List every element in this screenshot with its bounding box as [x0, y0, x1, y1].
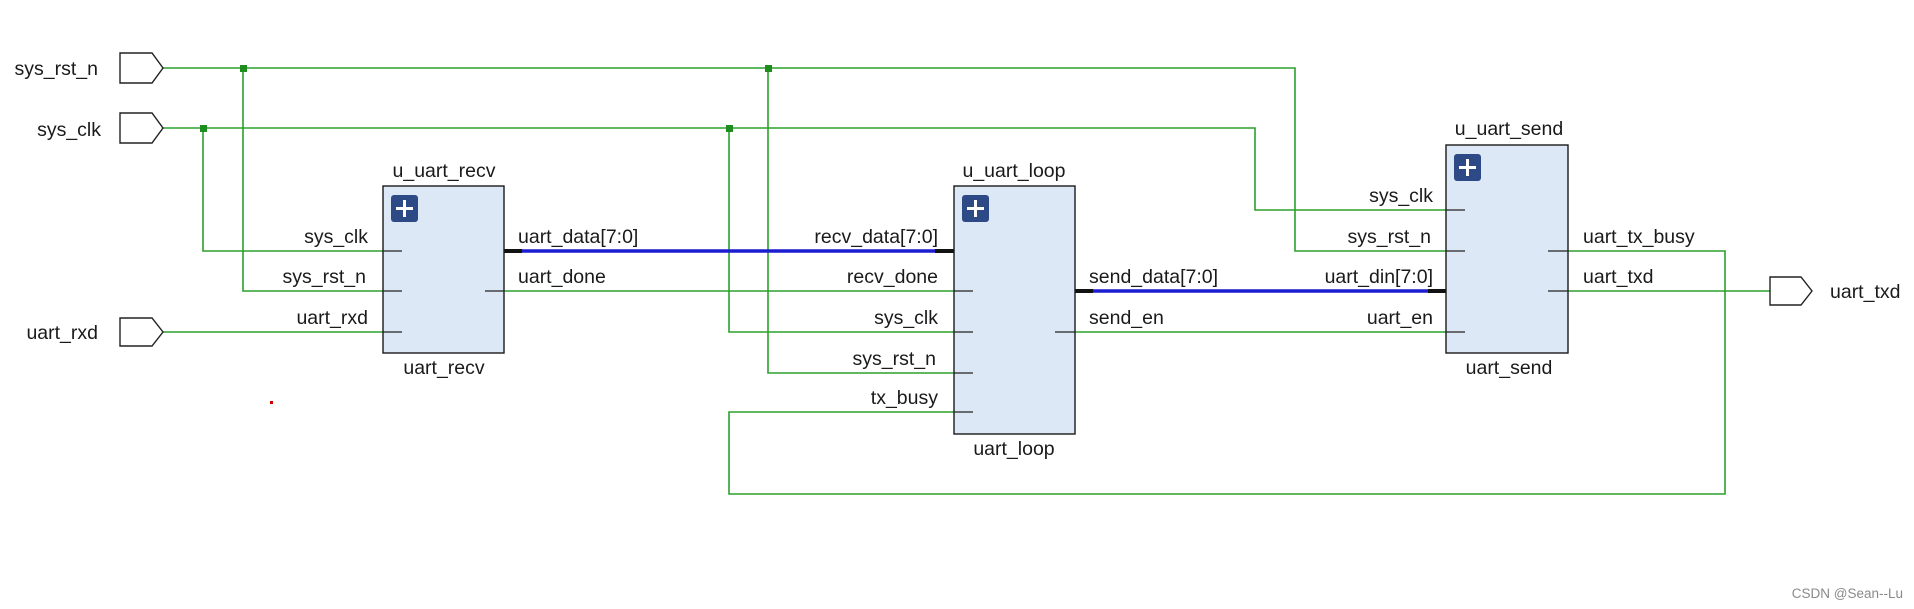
pin-label: sys_rst_n	[853, 348, 936, 370]
pin-label: sys_clk	[1369, 185, 1433, 207]
pin-label: sys_clk	[304, 226, 368, 248]
nets	[163, 67, 1770, 495]
junction-dot	[765, 65, 772, 72]
block-uart-loop[interactable]: u_uart_loop recv_data[7:0] recv_done sys…	[814, 160, 1218, 460]
pin-label: uart_rxd	[296, 307, 368, 329]
pin-label: sys_clk	[874, 307, 938, 329]
port-label: uart_rxd	[26, 322, 98, 344]
port-sys-rst-n[interactable]: sys_rst_n	[15, 52, 164, 84]
instance-name: u_uart_loop	[962, 160, 1065, 182]
plus-icon	[1459, 159, 1476, 176]
port-sys-clk[interactable]: sys_clk	[37, 112, 164, 144]
module-name: uart_send	[1466, 357, 1553, 379]
expand-button[interactable]	[962, 195, 989, 222]
pin-label: uart_din[7:0]	[1325, 266, 1433, 288]
port-uart-rxd[interactable]: uart_rxd	[26, 317, 164, 347]
input-port-icon	[119, 317, 164, 347]
plus-icon	[967, 200, 984, 217]
instance-name: u_uart_send	[1455, 118, 1563, 140]
pin-label: sys_rst_n	[283, 266, 366, 288]
junctions	[200, 65, 772, 132]
pin-stubs	[383, 250, 504, 333]
port-label: uart_txd	[1830, 281, 1900, 303]
pin-stubs	[1446, 209, 1568, 333]
net-tx-busy[interactable]	[728, 250, 1726, 495]
pin-label: tx_busy	[871, 387, 938, 409]
pin-label: sys_rst_n	[1348, 226, 1431, 248]
port-label: sys_rst_n	[15, 58, 98, 80]
pin-label: uart_data[7:0]	[518, 226, 638, 248]
expand-button[interactable]	[1454, 154, 1481, 181]
net-sys-clk[interactable]	[163, 127, 1465, 211]
pin-label: recv_done	[847, 266, 938, 288]
net-sys-clk-to-recv[interactable]	[202, 128, 402, 252]
input-port-icon	[119, 52, 164, 84]
pin-label: send_data[7:0]	[1089, 266, 1218, 288]
block-uart-recv[interactable]: u_uart_recv sys_clk sys_rst_n uart_rxd u…	[283, 160, 639, 379]
pin-label: recv_data[7:0]	[814, 226, 938, 248]
module-name: uart_loop	[973, 438, 1054, 460]
expand-button[interactable]	[391, 195, 418, 222]
pin-label: uart_done	[518, 266, 606, 288]
junction-dot	[240, 65, 247, 72]
pin-label: uart_en	[1367, 307, 1433, 329]
net-sys-rst-n-to-loop[interactable]	[767, 68, 973, 374]
block-uart-send[interactable]: u_uart_send sys_clk sys_rst_n uart_din[7…	[1325, 118, 1695, 379]
pin-label: uart_tx_busy	[1583, 226, 1695, 248]
module-name: uart_recv	[403, 357, 485, 379]
port-label: sys_clk	[37, 119, 101, 141]
junction-dot	[200, 125, 207, 132]
net-sys-clk-to-loop[interactable]	[728, 128, 973, 333]
port-uart-txd[interactable]: uart_txd	[1769, 276, 1900, 306]
watermark: CSDN @Sean--Lu	[1792, 586, 1903, 601]
pin-label: send_en	[1089, 307, 1164, 329]
block-body[interactable]	[953, 185, 1076, 435]
pin-label: uart_txd	[1583, 266, 1653, 288]
pin-stubs	[954, 290, 1075, 413]
net-sys-rst-n[interactable]	[163, 67, 1465, 252]
plus-icon	[396, 200, 413, 217]
instance-name: u_uart_recv	[393, 160, 496, 182]
input-port-icon	[119, 112, 164, 144]
output-port-icon	[1769, 276, 1813, 306]
net-sys-rst-n-to-recv[interactable]	[242, 68, 402, 292]
junction-dot	[726, 125, 733, 132]
marker-dot	[270, 401, 273, 404]
